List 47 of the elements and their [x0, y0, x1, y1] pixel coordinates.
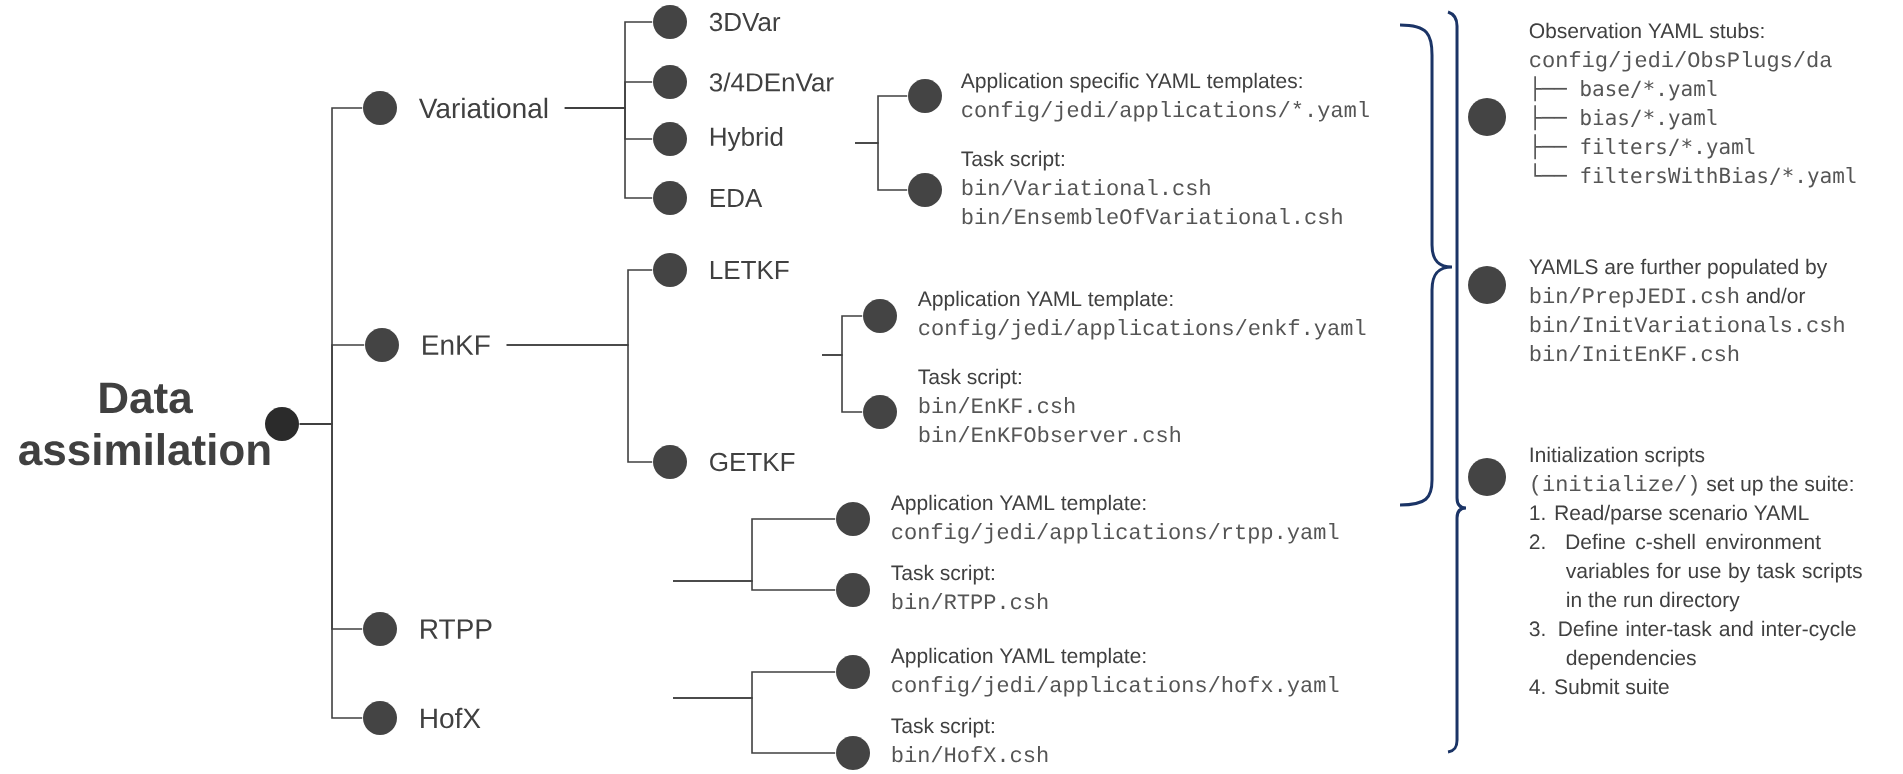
node-label: Initialization scripts: [1530, 446, 1705, 467]
node-label: Task script: bin/HofX.csh: [891, 717, 1048, 763]
node-label: Observation YAML stubs:: [1529, 22, 1764, 39]
node-label: ├── filters/*.yaml: [1534, 134, 1755, 160]
node-label: YAMLS are further populated by bin/PrepJEDI.csh and/or bin/InitVariationals.csh bin/InitEnKF.csh: [1529, 258, 1844, 362]
node-label: Initialization scripts (initialize/) set up the suite: 1. Read/parse scenario YAML 2. Define c-shell environment variables for use by task scripts in the run directory 3. Define inter-task and inter-cycle dependencies 4. Submit suite: [1529, 446, 1862, 695]
tree-connector: [564, 107, 653, 199]
node-label: bin/PrepJEDI.csh: [1530, 287, 1739, 308]
tree-connector: [672, 580, 836, 591]
node-label: 1. Read/parse scenario YAML: [1530, 504, 1809, 525]
tree-connector: [854, 142, 908, 191]
node-label: config/jedi/ObsPlugs/da: [1530, 51, 1832, 72]
node-label: 4. Submit suite: [1529, 678, 1669, 695]
node-label: Application YAML template: config/jedi/applications/rtpp.yaml: [890, 494, 1339, 544]
node-label: and/or: [1746, 287, 1806, 304]
node-label: Application YAML template: config/jedi/applications/hofx.yaml: [890, 647, 1339, 697]
node-label: Task script: bin/Variational.csh bin/EnsembleOfVariational.csh: [961, 150, 1342, 225]
node-label: Variational: [418, 97, 548, 119]
tree-connector: [672, 697, 836, 754]
tree-connector: [299, 423, 363, 719]
node-label: 3/4DEnVar: [709, 72, 834, 92]
node-label: Hybrid: [710, 126, 783, 152]
tree-connector: [821, 354, 863, 413]
node-label: EDA: [710, 189, 763, 207]
title-label: Data assimilation: [19, 382, 270, 466]
node-label: bin/InitVariationals.csh: [1530, 316, 1844, 333]
node-label: GETKF: [710, 452, 795, 472]
node-label: ├── base/*.yaml: [1534, 76, 1717, 102]
node-label: └── filtersWithBias/*.yaml: [1534, 163, 1856, 188]
tree-connector: [505, 344, 653, 463]
node-label: YAMLS are further populated by: [1529, 258, 1828, 279]
node-label: 3DVar: [709, 12, 781, 32]
node-label: Application YAML template: config/jedi/applications/enkf.yaml: [917, 290, 1366, 340]
node-label: (initialize/): [1532, 475, 1697, 496]
node-label: bin/InitEnKF.csh: [1530, 345, 1739, 362]
node-label: 3. Define inter-task and inter-cycle dependencies: [1529, 620, 1856, 670]
node-label: Task script: bin/RTPP.csh: [891, 564, 1048, 610]
node-label: Task script: bin/EnKF.csh bin/EnKFObserver.csh: [918, 368, 1180, 443]
node-label: Application specific YAML templates: config/jedi/applications/*.yaml: [960, 72, 1369, 122]
node-label: EnKF: [423, 335, 490, 355]
node-label: ├── bias/*.yaml: [1534, 105, 1717, 131]
node-label: set up the suite:: [1706, 475, 1853, 496]
node-label: 2. Define c-shell environment variables for use by task scripts in the run directory: [1529, 533, 1862, 612]
node-label: LETKF: [710, 261, 789, 279]
node-label: HofX: [421, 707, 481, 729]
node-label: Observation YAML stubs: config/jedi/ObsPlugs/da ├── base/*.yaml ├── bias/*.yaml ├── filters/*.yaml └── filtersWithBias/*.yaml: [1529, 22, 1856, 188]
node-label: RTPP: [421, 619, 492, 639]
